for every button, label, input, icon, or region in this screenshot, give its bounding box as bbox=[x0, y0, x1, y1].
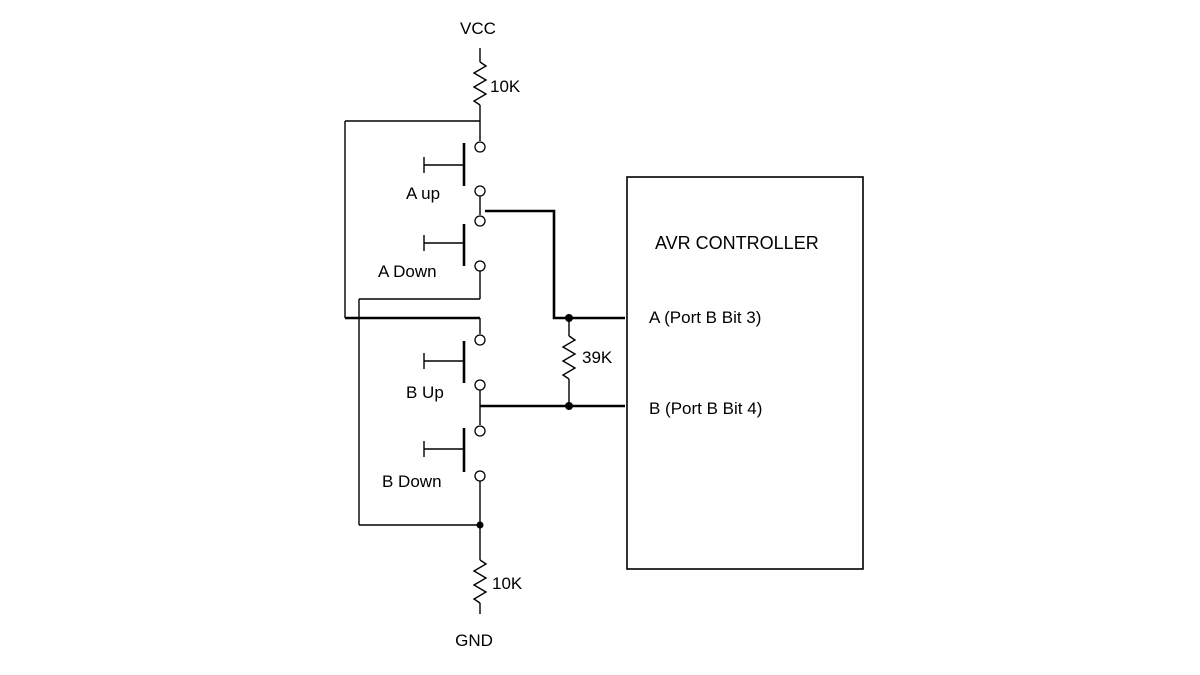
b-up-label: B Up bbox=[406, 383, 444, 402]
gnd-label: GND bbox=[455, 631, 493, 650]
a-up-terminal-bottom bbox=[474, 185, 486, 197]
resistor-39k-label: 39K bbox=[582, 348, 613, 367]
b-down-terminal-top bbox=[474, 425, 486, 437]
resistor-bottom-label: 10K bbox=[492, 574, 523, 593]
b-down-label: B Down bbox=[382, 472, 442, 491]
resistor-top-label: 10K bbox=[490, 77, 521, 96]
a-down-label: A Down bbox=[378, 262, 437, 281]
avr-controller-box bbox=[626, 176, 864, 570]
a-down-terminal-bottom bbox=[474, 260, 486, 272]
wire-a-output bbox=[485, 209, 625, 320]
a-up-terminal-top bbox=[474, 141, 486, 153]
controller-label: AVR CONTROLLER bbox=[655, 233, 819, 253]
a-up-label: A up bbox=[406, 184, 440, 203]
resistor-top-10k bbox=[472, 61, 488, 106]
resistor-39k bbox=[561, 335, 577, 380]
pin-a-label: A (Port B Bit 3) bbox=[649, 308, 761, 327]
b-up-terminal-top bbox=[474, 334, 486, 346]
a-down-terminal-top bbox=[474, 215, 486, 227]
resistor-bottom-10k bbox=[472, 559, 488, 604]
pin-b-label: B (Port B Bit 4) bbox=[649, 399, 762, 418]
vcc-label: VCC bbox=[460, 19, 496, 38]
junction-b bbox=[565, 402, 573, 410]
b-up-terminal-bottom bbox=[474, 379, 486, 391]
b-down-terminal-bottom bbox=[474, 470, 486, 482]
